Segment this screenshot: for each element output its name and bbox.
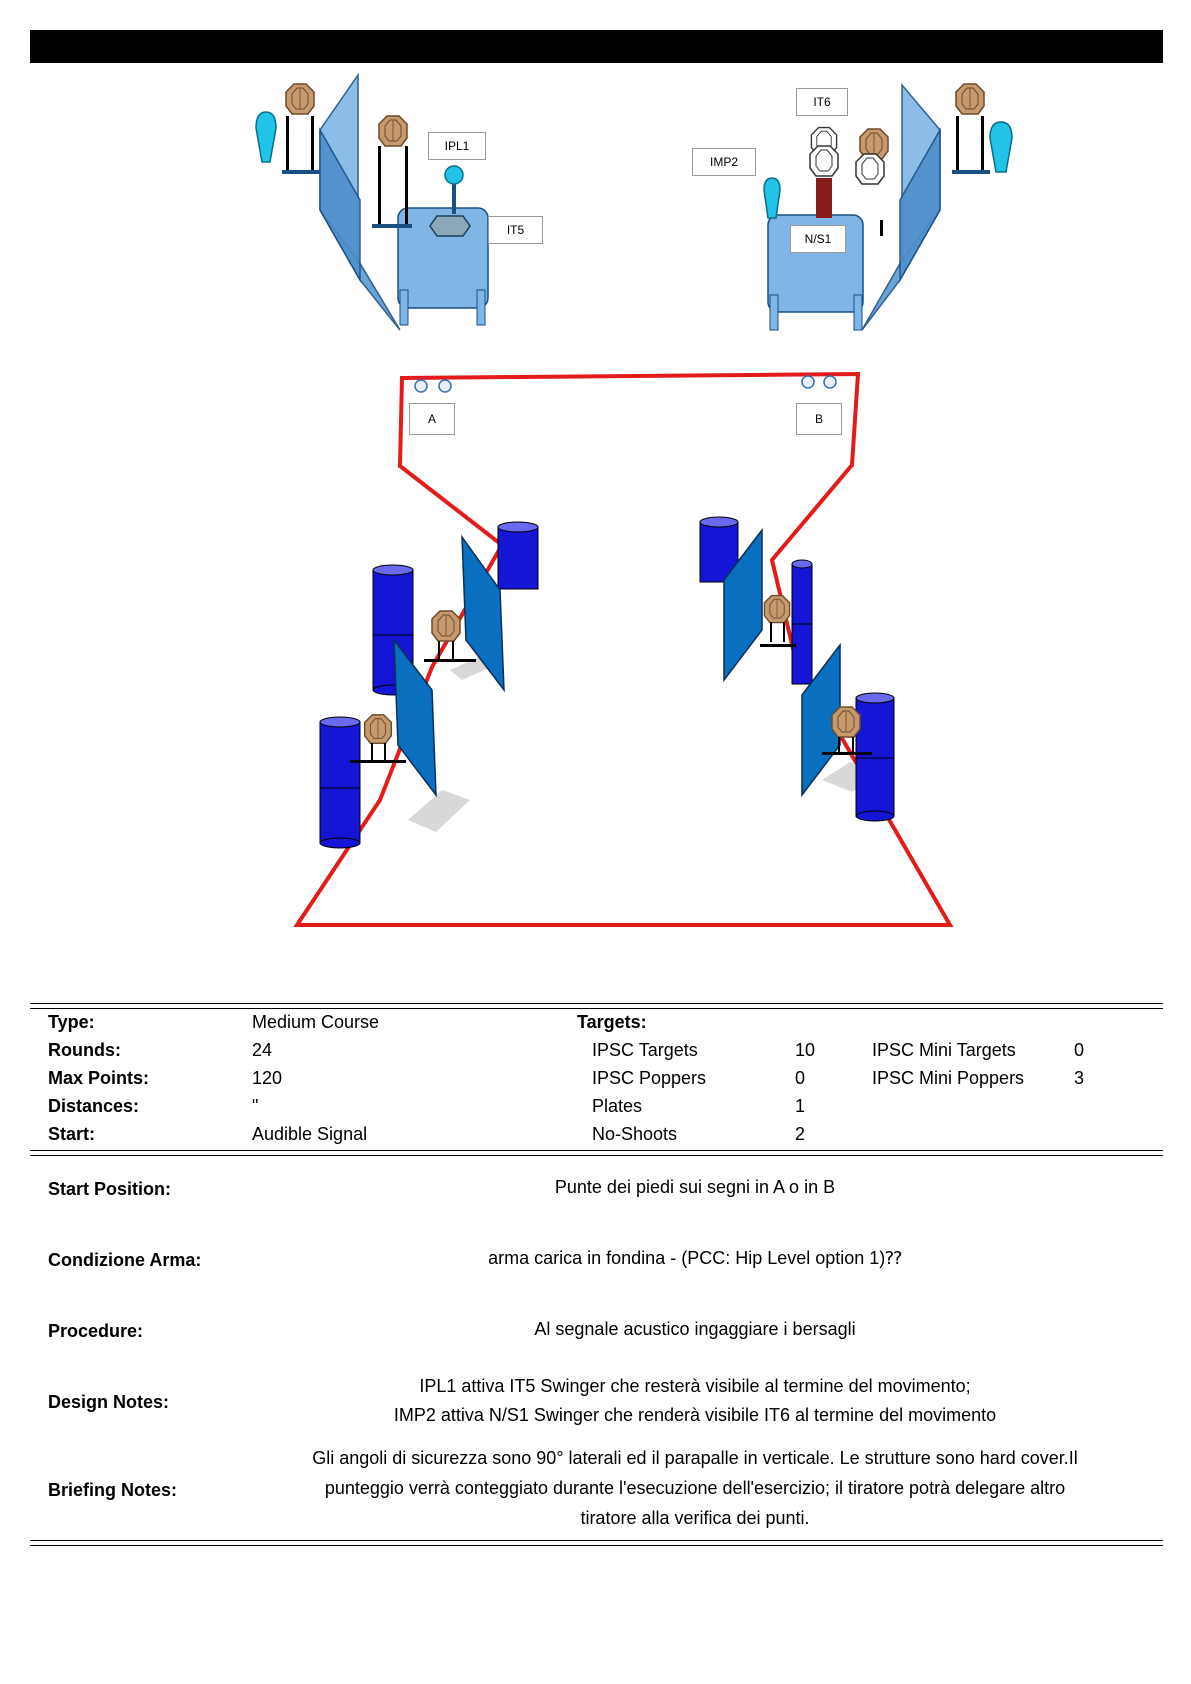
mini-targets-value: 0	[1074, 1040, 1085, 1060]
shooting-area	[293, 371, 954, 927]
type-label: Type:	[48, 1012, 95, 1032]
plates-value: 1	[795, 1096, 806, 1116]
ipsc-targets-value: 10	[795, 1040, 816, 1060]
left-barricades	[319, 521, 539, 849]
no-shoots-label: No-Shoots	[592, 1124, 678, 1144]
distances-value: "	[252, 1096, 259, 1116]
no-shoots-value: 2	[795, 1124, 806, 1144]
start-position-a-footprints	[414, 379, 452, 393]
design-notes-line-2: IMP2 attiva N/S1 Swinger che renderà vis…	[393, 1405, 997, 1425]
start-position-b-footprints	[801, 375, 837, 389]
label-ns1: N/S1	[790, 225, 846, 253]
ipsc-targets-label: IPSC Targets	[592, 1040, 698, 1060]
distances-label: Distances:	[48, 1096, 140, 1116]
briefing-notes-label: Briefing Notes:	[48, 1480, 178, 1500]
max-points-label: Max Points:	[48, 1068, 150, 1088]
left-structure	[255, 72, 489, 331]
briefing-notes-line-2: punteggio verrà conteggiato durante l'es…	[324, 1478, 1066, 1498]
rounds-value: 24	[252, 1040, 273, 1060]
ipsc-poppers-label: IPSC Poppers	[592, 1068, 707, 1088]
label-ipl1: IPL1	[428, 132, 486, 160]
briefing-notes-line-1: Gli angoli di sicurezza sono 90° lateral…	[312, 1448, 1078, 1468]
mini-poppers-value: 3	[1074, 1068, 1085, 1088]
procedure-value: Al segnale acustico ingaggiare i bersagl…	[534, 1319, 856, 1339]
plates-label: Plates	[592, 1096, 643, 1116]
label-imp2: IMP2	[692, 148, 756, 176]
start-position-label: Start Position:	[48, 1179, 172, 1199]
label-it5: IT5	[488, 216, 543, 244]
label-start-b: B	[796, 403, 842, 435]
start-value: Audible Signal	[252, 1124, 368, 1144]
design-notes-label: Design Notes:	[48, 1392, 170, 1412]
label-it6: IT6	[796, 88, 848, 116]
stage-diagram	[255, 72, 1013, 927]
right-barricades	[699, 516, 895, 822]
mini-targets-label: IPSC Mini Targets	[872, 1040, 1016, 1060]
type-value: Medium Course	[252, 1012, 380, 1032]
condizione-arma-label: Condizione Arma:	[48, 1250, 202, 1270]
briefing-notes-line-3: tiratore alla verifica dei punti.	[580, 1508, 810, 1528]
procedure-label: Procedure:	[48, 1321, 144, 1341]
ipsc-poppers-value: 0	[795, 1068, 806, 1088]
stage-title-bar	[30, 30, 1163, 63]
rounds-label: Rounds:	[48, 1040, 121, 1060]
condizione-arma-value: arma carica in fondina - (PCC: Hip Level…	[488, 1248, 902, 1268]
label-start-a: A	[409, 403, 455, 435]
design-notes-line-1: IPL1 attiva IT5 Swinger che resterà visi…	[419, 1376, 971, 1396]
start-label: Start:	[48, 1124, 96, 1144]
mini-poppers-label: IPSC Mini Poppers	[872, 1068, 1025, 1088]
targets-label: Targets:	[577, 1012, 647, 1032]
max-points-value: 120	[252, 1068, 283, 1088]
start-position-value: Punte dei piedi sui segni in A o in B	[554, 1177, 836, 1197]
right-structure	[763, 82, 1013, 331]
